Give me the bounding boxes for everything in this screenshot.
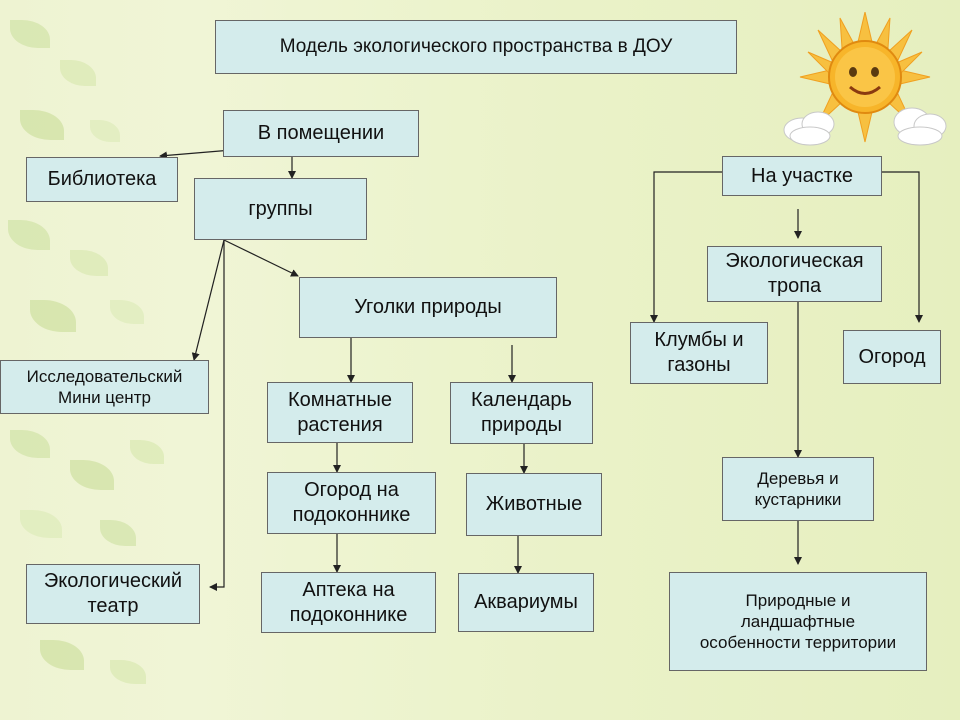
arrow-groups-to-research [191,239,225,361]
arrow-groups-to-theater [209,240,225,591]
node-groups: группы [194,178,367,240]
arrow-indoors-to-library [159,149,233,160]
node-indoors: В помещении [223,110,419,157]
arrow-onsite-to-garden [882,171,923,323]
arrow-onsite-to-flowerbeds [650,171,722,323]
node-trees-shrubs: Деревья и кустарники [722,457,874,521]
node-animals: Животные [466,473,602,536]
leaf-icon [90,120,120,142]
node-on-site: На участке [722,156,882,196]
node-nature-corners: Уголки природы [299,277,557,338]
node-flowerbeds: Клумбы и газоны [630,322,768,384]
node-library: Библиотека [26,157,178,202]
sun-icon [783,12,947,146]
node-eco-theater: Экологический театр [26,564,200,624]
arrow-groups-to-corners [223,239,299,277]
node-windowsill-garden: Огород на подоконнике [267,472,436,534]
node-aquariums: Аквариумы [458,573,594,632]
node-research-center: Исследовательский Мини центр [0,360,209,414]
node-eco-trail: Экологическая тропа [707,246,882,302]
node-vegetable-garden: Огород [843,330,941,384]
node-windowsill-pharmacy: Аптека на подоконнике [261,572,436,633]
node-landscape: Природные и ландшафтные особенности терр… [669,572,927,671]
node-house-plants: Комнатные растения [267,382,413,443]
node-nature-calendar: Календарь природы [450,382,593,444]
diagram-title: Модель экологического пространства в ДОУ [215,20,737,74]
